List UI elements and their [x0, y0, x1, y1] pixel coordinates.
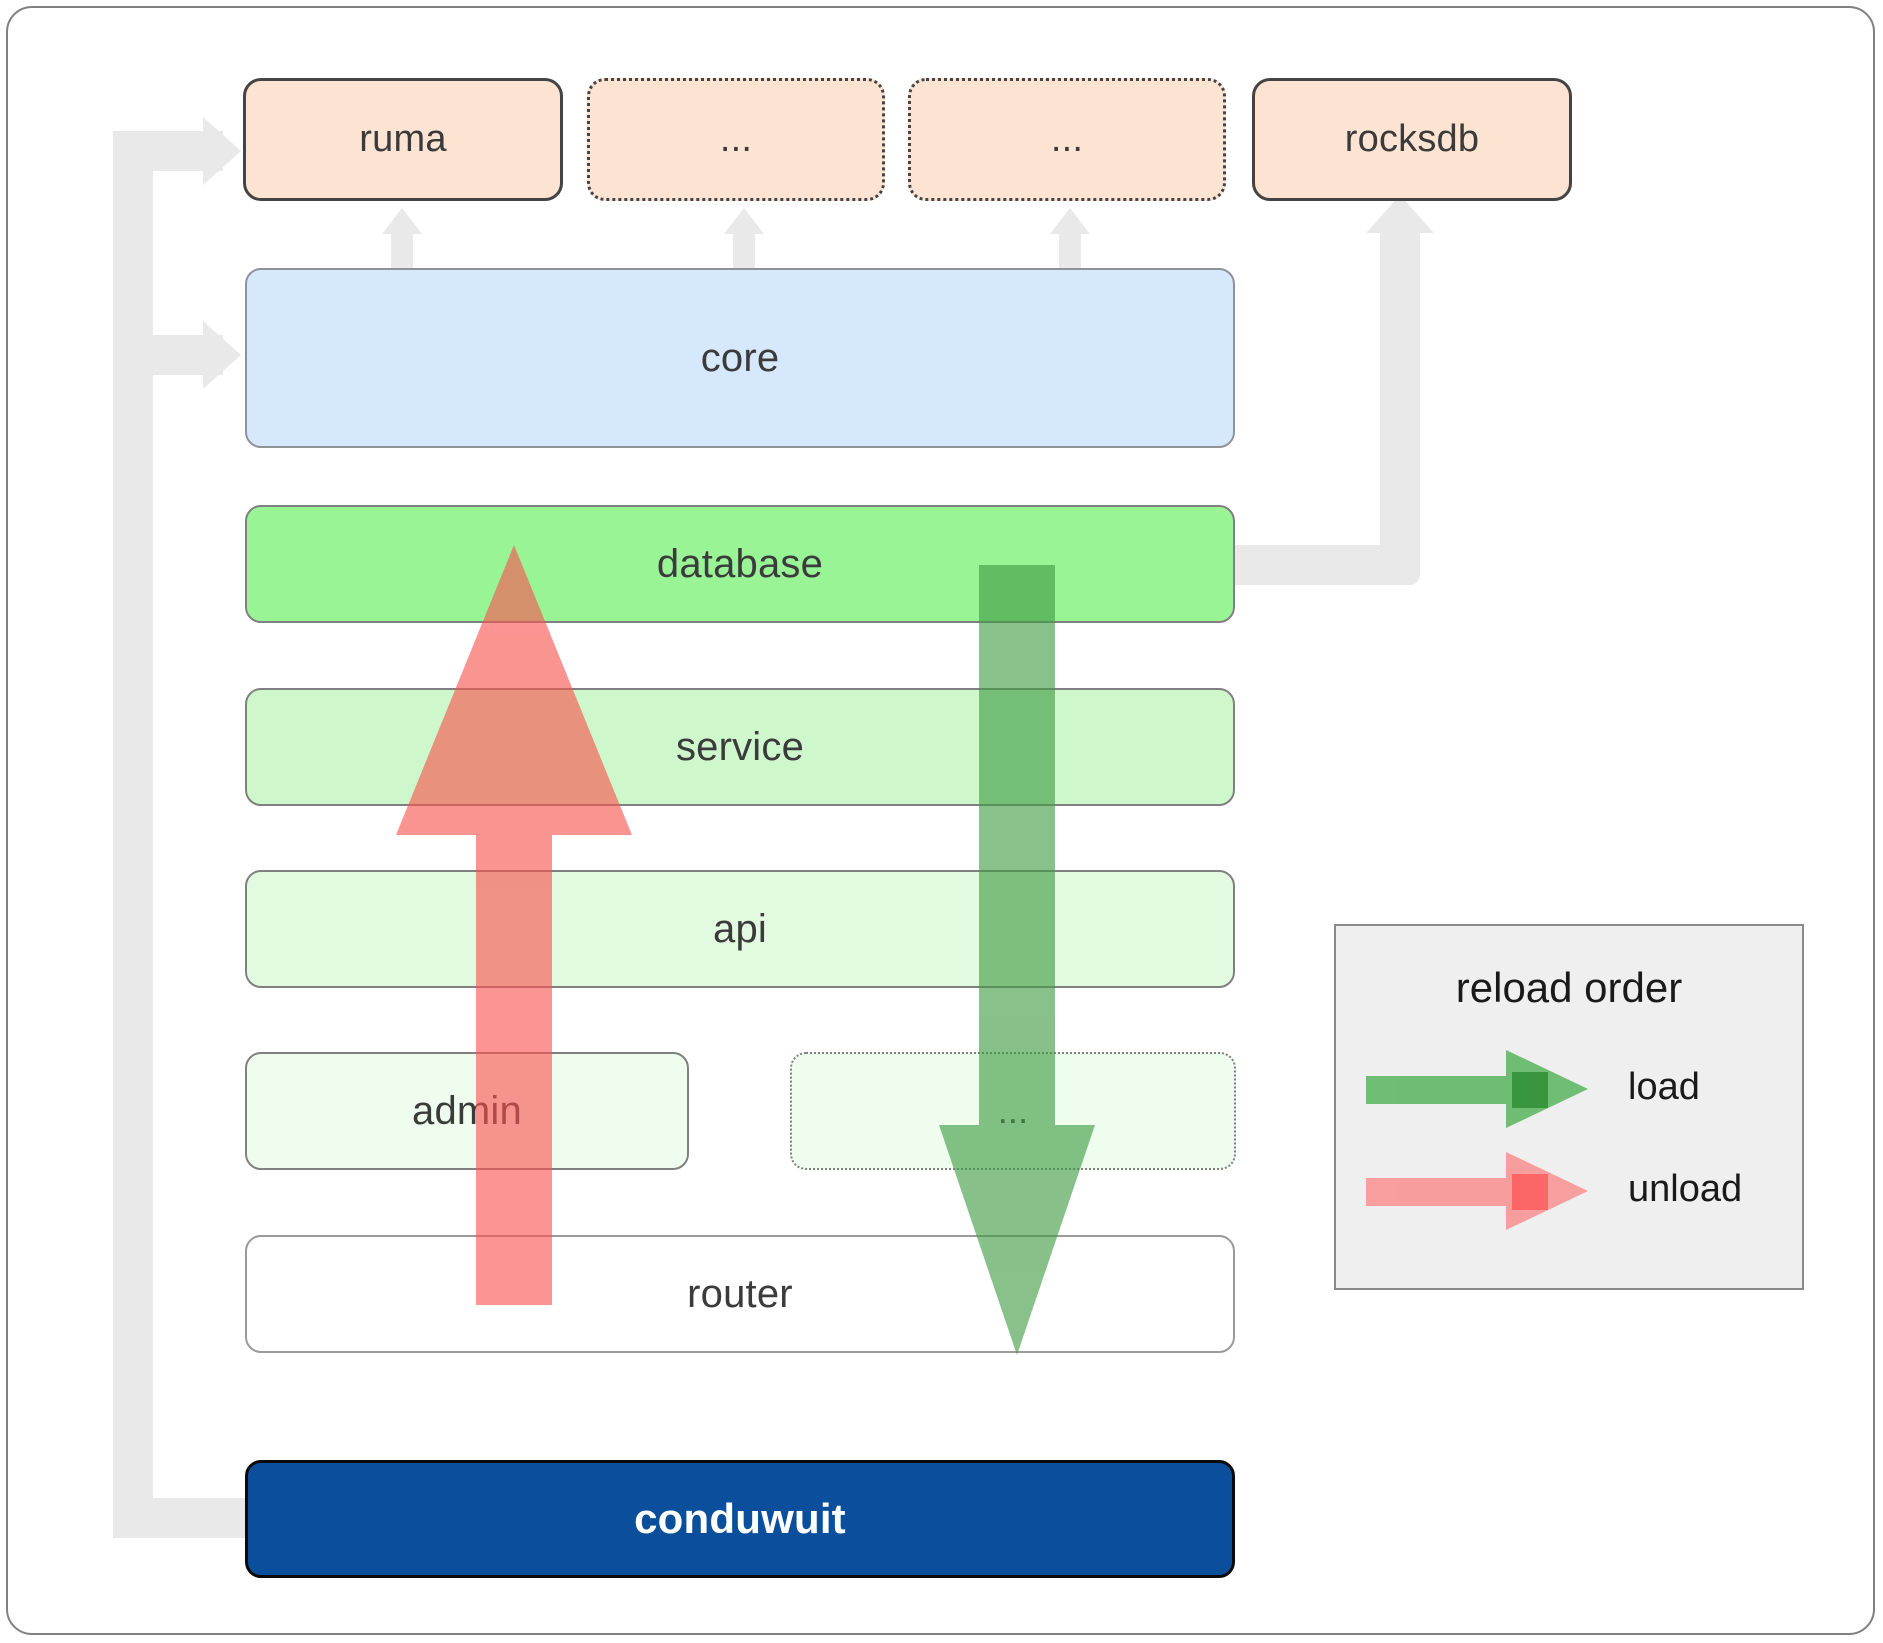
external-box-label: ...: [1050, 118, 1084, 160]
connector-db-to-rocksdb-arrowhead: [1366, 195, 1434, 233]
connector-to-core-arrowhead: [203, 321, 241, 389]
layer-label: api: [713, 906, 767, 951]
external-box-rocksdb[interactable]: rocksdb: [1252, 78, 1572, 201]
legend-load-label: load: [1628, 1066, 1700, 1108]
layer-router[interactable]: router: [245, 1235, 1235, 1353]
connector-core-to-ellipsis1-arrowhead: [724, 208, 764, 234]
external-box-label: ...: [719, 118, 753, 160]
layer-label: router: [687, 1271, 793, 1316]
legend-title: reload order: [1455, 964, 1683, 1011]
external-box-ellipsis-2[interactable]: ...: [908, 78, 1226, 201]
connector-core-to-ellipsis2-arrowhead: [1050, 208, 1090, 234]
root-conduwuit[interactable]: conduwuit: [245, 1460, 1235, 1578]
connector-core-to-ruma-shaft: [391, 230, 413, 270]
layer-service[interactable]: service: [245, 688, 1235, 806]
layer-admin[interactable]: admin: [245, 1052, 689, 1170]
layer-label: core: [700, 335, 780, 380]
external-box-label: rocksdb: [1344, 118, 1480, 160]
connector-db-to-rocksdb-vertical: [1380, 230, 1420, 560]
layer-label: service: [675, 724, 805, 769]
load-arrow: [939, 565, 1095, 1355]
legend-panel: reload order load unload: [1334, 924, 1804, 1290]
legend-load-arrow-icon: [1366, 1050, 1588, 1128]
layer-label: database: [656, 541, 824, 586]
layer-api[interactable]: api: [245, 870, 1235, 988]
external-box-label: ruma: [359, 118, 447, 160]
connector-to-ruma-arrowhead: [203, 117, 241, 185]
legend-unload-arrow-icon: [1366, 1152, 1588, 1230]
unload-arrow: [396, 545, 632, 1305]
layer-core[interactable]: core: [245, 268, 1235, 448]
layer-database[interactable]: database: [245, 505, 1235, 623]
connector-core-to-ellipsis2-shaft: [1059, 230, 1081, 270]
connector-core-to-ruma-arrowhead: [382, 208, 422, 234]
connector-from-conduwuit-stem: [113, 1498, 253, 1538]
external-box-ellipsis-1[interactable]: ...: [587, 78, 885, 201]
connector-core-to-ellipsis1-shaft: [733, 230, 755, 270]
root-label: conduwuit: [634, 1495, 846, 1542]
external-box-ruma[interactable]: ruma: [243, 78, 563, 201]
legend-unload-label: unload: [1628, 1168, 1743, 1210]
